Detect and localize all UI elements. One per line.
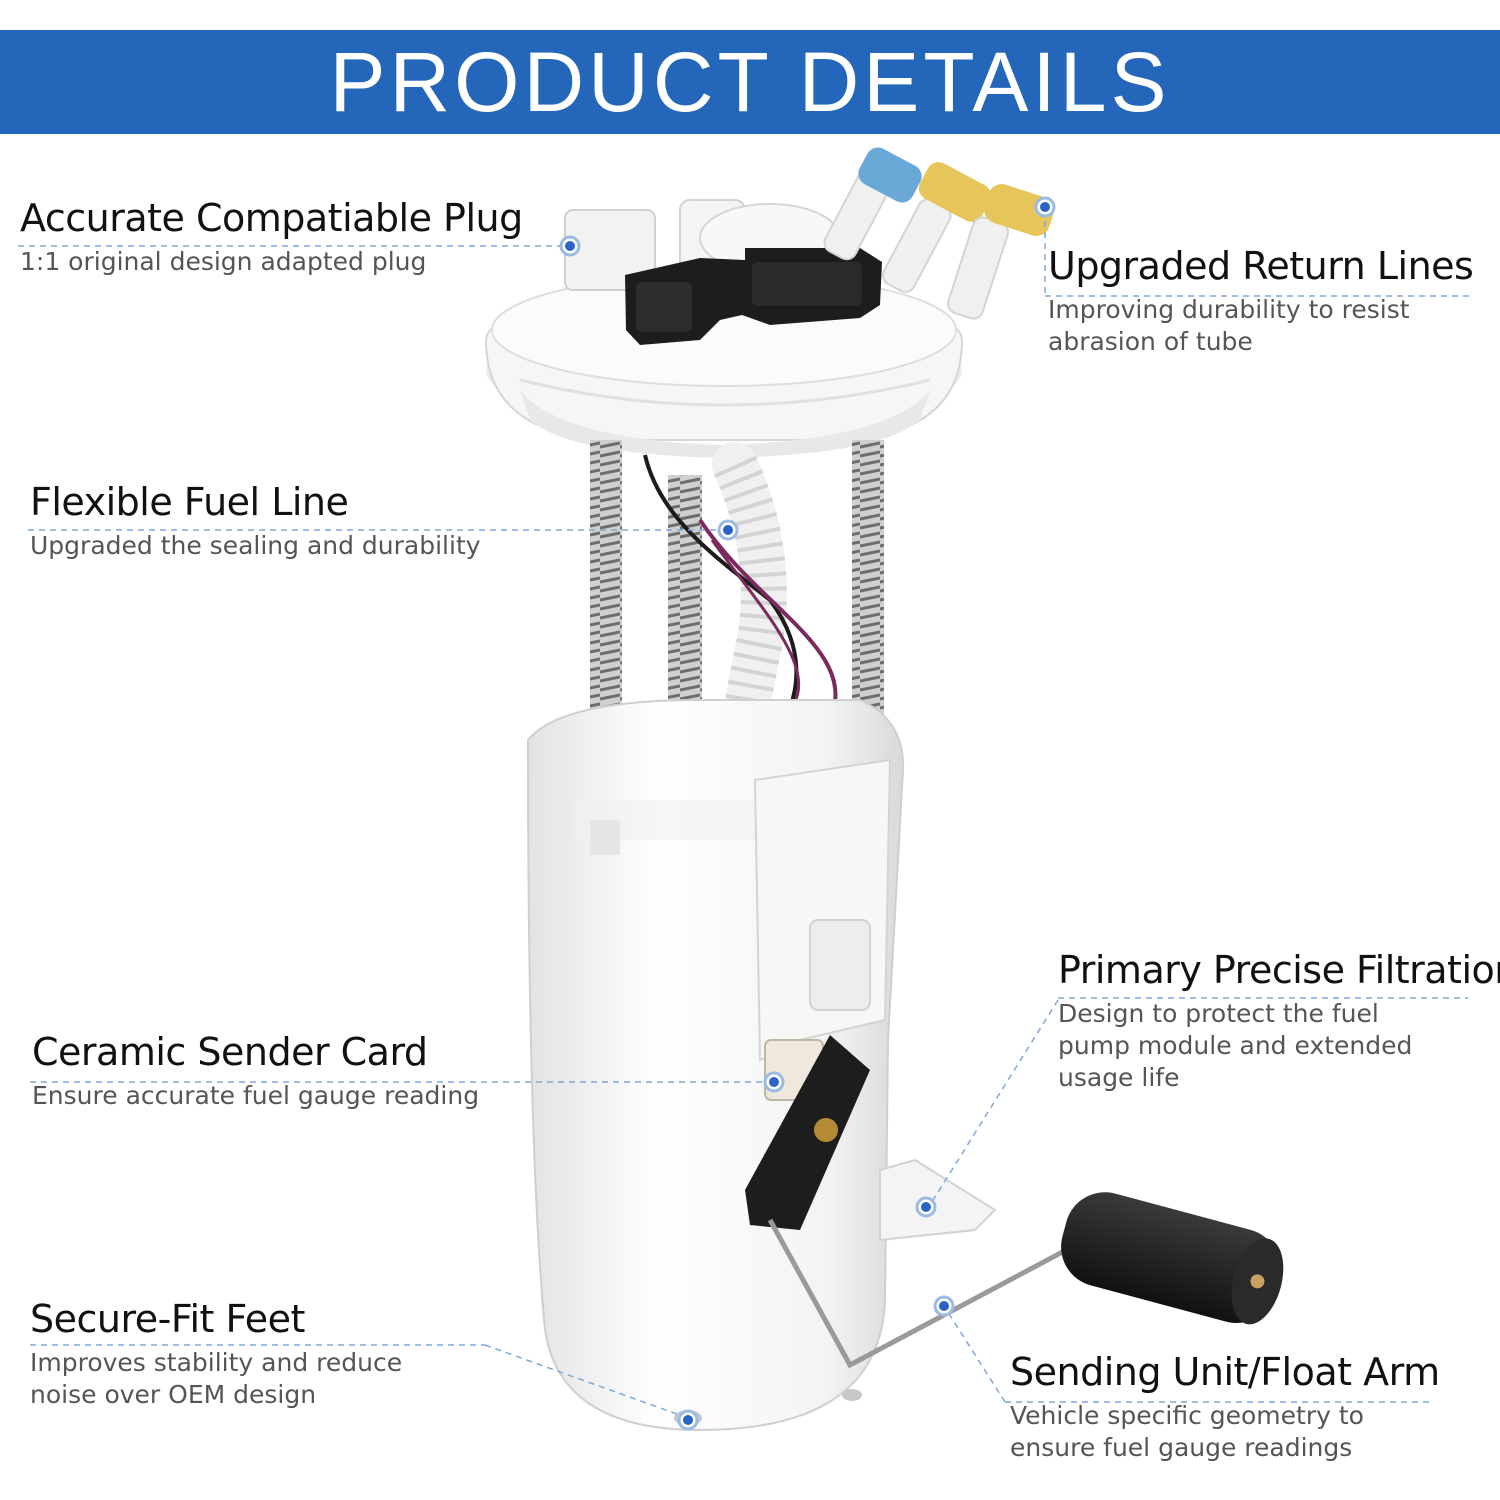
filter-tray bbox=[879, 1158, 997, 1242]
callout-float-arm-desc: Vehicle specific geometry to ensure fuel… bbox=[1010, 1401, 1364, 1462]
callout-feet: Secure-Fit Feet Improves stability and r… bbox=[30, 1297, 470, 1411]
callout-float-arm: Sending Unit/Float Arm Vehicle specific … bbox=[1010, 1350, 1440, 1464]
callout-plug: Accurate Compatiable Plug 1:1 original d… bbox=[20, 196, 523, 278]
header-banner: PRODUCT DETAILS bbox=[0, 30, 1500, 134]
callout-fuel-line-title: Flexible Fuel Line bbox=[30, 480, 349, 524]
callout-return-lines-title: Upgraded Return Lines bbox=[1048, 244, 1474, 288]
callout-sender-card-desc: Ensure accurate fuel gauge reading bbox=[32, 1081, 480, 1110]
callout-fuel-line: Flexible Fuel Line Upgraded the sealing … bbox=[30, 480, 490, 562]
callout-plug-desc: 1:1 original design adapted plug bbox=[20, 247, 427, 276]
float-arm bbox=[767, 1218, 1087, 1369]
callout-fuel-line-desc: Upgraded the sealing and durability bbox=[30, 531, 481, 560]
callout-plug-title: Accurate Compatiable Plug bbox=[20, 196, 523, 240]
return-line-cap bbox=[984, 184, 1054, 236]
sender-housing bbox=[753, 758, 892, 1062]
callout-filtration-desc: Design to protect the fuel pump module a… bbox=[1058, 999, 1413, 1092]
page-title: PRODUCT DETAILS bbox=[329, 34, 1171, 129]
callout-feet-title: Secure-Fit Feet bbox=[30, 1297, 305, 1341]
callout-float-arm-title: Sending Unit/Float Arm bbox=[1010, 1350, 1440, 1394]
float bbox=[1061, 1192, 1284, 1325]
float-lever bbox=[745, 1035, 870, 1230]
callout-filtration-title: Primary Precise Filtration bbox=[1058, 948, 1500, 992]
callout-sender-card: Ceramic Sender Card Ensure accurate fuel… bbox=[32, 1030, 492, 1112]
callout-return-lines-desc: Improving durability to resist abrasion … bbox=[1048, 295, 1410, 356]
callout-filtration: Primary Precise Filtration Design to pro… bbox=[1058, 948, 1500, 1094]
callout-sender-card-title: Ceramic Sender Card bbox=[32, 1030, 428, 1074]
callout-feet-desc: Improves stability and reduce noise over… bbox=[30, 1348, 403, 1409]
callout-return-lines: Upgraded Return Lines Improving durabili… bbox=[1048, 244, 1493, 358]
